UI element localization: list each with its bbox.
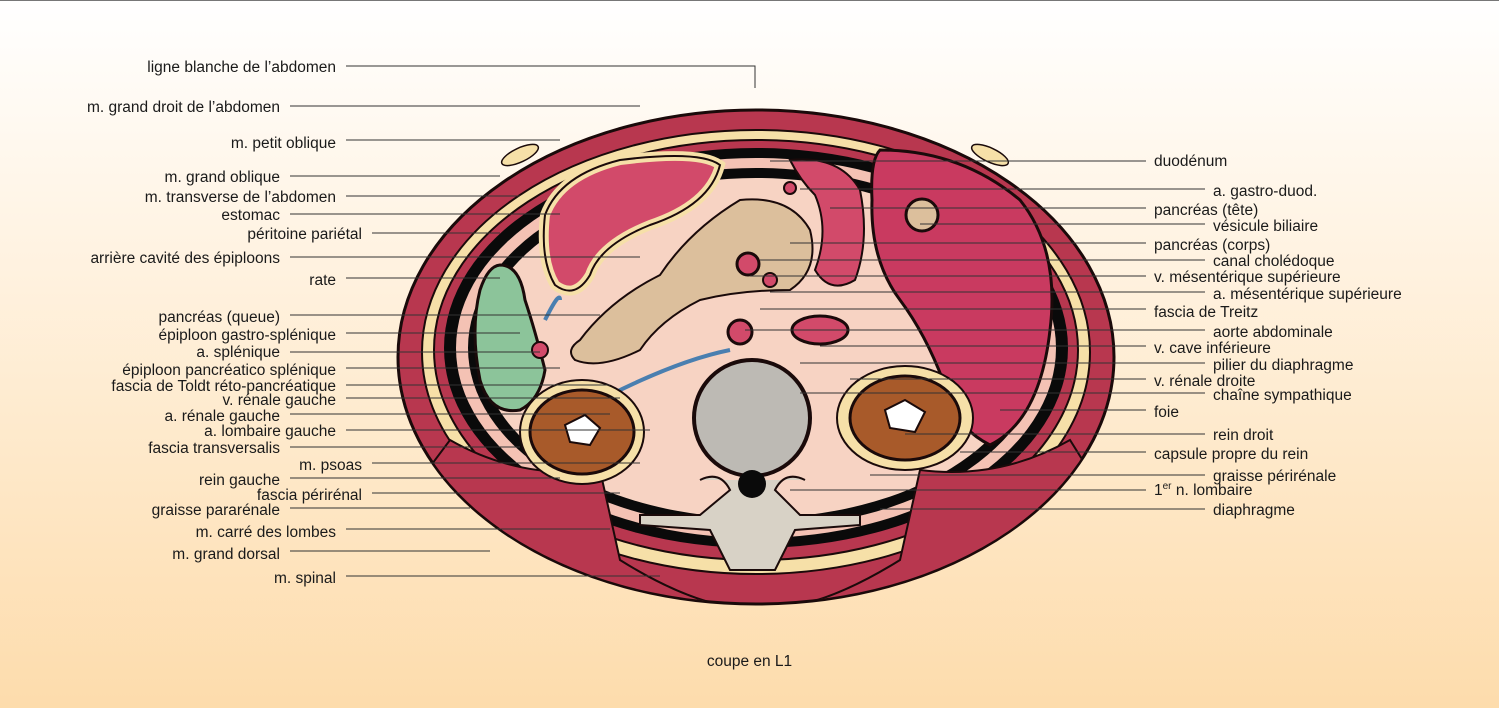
label-left-23: m. grand dorsal bbox=[172, 546, 280, 563]
figure-caption: coupe en L1 bbox=[706, 653, 793, 670]
left-rectus-accent bbox=[500, 143, 540, 167]
vertebral-body bbox=[692, 358, 812, 478]
vertebral-arch bbox=[639, 475, 861, 571]
nerve-text: n. lombaire bbox=[1171, 482, 1253, 500]
label-right-1: a. gastro-duod. bbox=[1213, 183, 1318, 200]
label-right-0: duodénum bbox=[1154, 153, 1228, 170]
sup-mesenteric-artery bbox=[762, 272, 778, 288]
label-left-24: m. spinal bbox=[273, 570, 336, 587]
label-right-17: graisse périrénale bbox=[1213, 468, 1337, 485]
label-left-12: épiploon pancréatico splénique bbox=[122, 362, 336, 379]
nerve-number: 1 bbox=[1154, 482, 1163, 500]
label-first-lumbar-nerve: 1er n. lombaire bbox=[1154, 479, 1253, 499]
label-right-9: aorte abdominale bbox=[1213, 324, 1333, 341]
stomach-outline bbox=[542, 155, 722, 292]
label-right-10: v. cave inférieure bbox=[1154, 340, 1271, 357]
label-left-11: a. splénique bbox=[196, 344, 280, 361]
label-right-6: v. mésentérique supérieure bbox=[1154, 269, 1341, 286]
splenic-artery bbox=[531, 341, 549, 359]
pancreas bbox=[570, 198, 814, 365]
label-left-22: m. carré des lombes bbox=[195, 524, 336, 541]
label-left-7: arrière cavité des épiploons bbox=[90, 250, 280, 267]
label-left-6: péritoine pariétal bbox=[247, 226, 362, 243]
label-left-10: épiploon gastro-splénique bbox=[158, 327, 336, 344]
label-right-16: capsule propre du rein bbox=[1154, 446, 1309, 463]
sup-mesenteric-vein bbox=[735, 251, 761, 277]
leader-lines bbox=[290, 65, 1205, 577]
label-left-21: graisse pararénale bbox=[151, 502, 280, 519]
label-left-2: m. petit oblique bbox=[230, 135, 336, 152]
right-kidney-pelvis bbox=[883, 398, 927, 434]
label-right-12: v. rénale droite bbox=[1154, 373, 1256, 390]
label-left-4: m. transverse de l’abdomen bbox=[144, 189, 336, 206]
label-left-0: ligne blanche de l’abdomen bbox=[147, 59, 336, 76]
nerve-sup: er bbox=[1162, 481, 1172, 492]
gastroduodenal-artery bbox=[783, 181, 797, 195]
spleen bbox=[473, 263, 547, 413]
label-left-18: m. psoas bbox=[299, 457, 362, 474]
label-right-14: foie bbox=[1154, 404, 1179, 421]
label-left-20: fascia périrénal bbox=[256, 487, 362, 504]
duodenum bbox=[788, 158, 865, 287]
spinal-canal bbox=[738, 470, 766, 498]
label-right-2: pancréas (tête) bbox=[1154, 202, 1259, 219]
leader-left-0 bbox=[346, 65, 756, 88]
label-left-3: m. grand oblique bbox=[164, 169, 280, 186]
label-left-13: fascia de Toldt réto-pancréatique bbox=[111, 378, 336, 395]
label-left-8: rate bbox=[309, 272, 336, 289]
label-right-4: pancréas (corps) bbox=[1154, 237, 1271, 254]
label-left-1: m. grand droit de l’abdomen bbox=[86, 99, 280, 116]
label-right-8: fascia de Treitz bbox=[1154, 304, 1259, 321]
left-renal-vein bbox=[609, 348, 731, 397]
label-right-11: pilier du diaphragme bbox=[1213, 357, 1354, 374]
label-left-16: a. lombaire gauche bbox=[204, 423, 336, 440]
top-border bbox=[0, 0, 1499, 1]
label-left-15: a. rénale gauche bbox=[164, 408, 280, 425]
label-right-18: diaphragme bbox=[1213, 502, 1295, 519]
label-right-7: a. mésentérique supérieure bbox=[1213, 286, 1402, 303]
label-left-5: estomac bbox=[221, 207, 280, 224]
label-left-17: fascia transversalis bbox=[148, 440, 280, 457]
label-left-14: v. rénale gauche bbox=[222, 392, 336, 409]
label-right-15: rein droit bbox=[1213, 427, 1274, 444]
label-right-3: vésicule biliaire bbox=[1213, 218, 1319, 235]
label-right-5: canal cholédoque bbox=[1213, 253, 1335, 270]
aorta bbox=[726, 318, 754, 346]
gallbladder bbox=[904, 197, 940, 233]
label-left-19: rein gauche bbox=[198, 472, 280, 489]
label-right-13: chaîne sympathique bbox=[1213, 387, 1352, 404]
label-left-9: pancréas (queue) bbox=[158, 309, 281, 326]
